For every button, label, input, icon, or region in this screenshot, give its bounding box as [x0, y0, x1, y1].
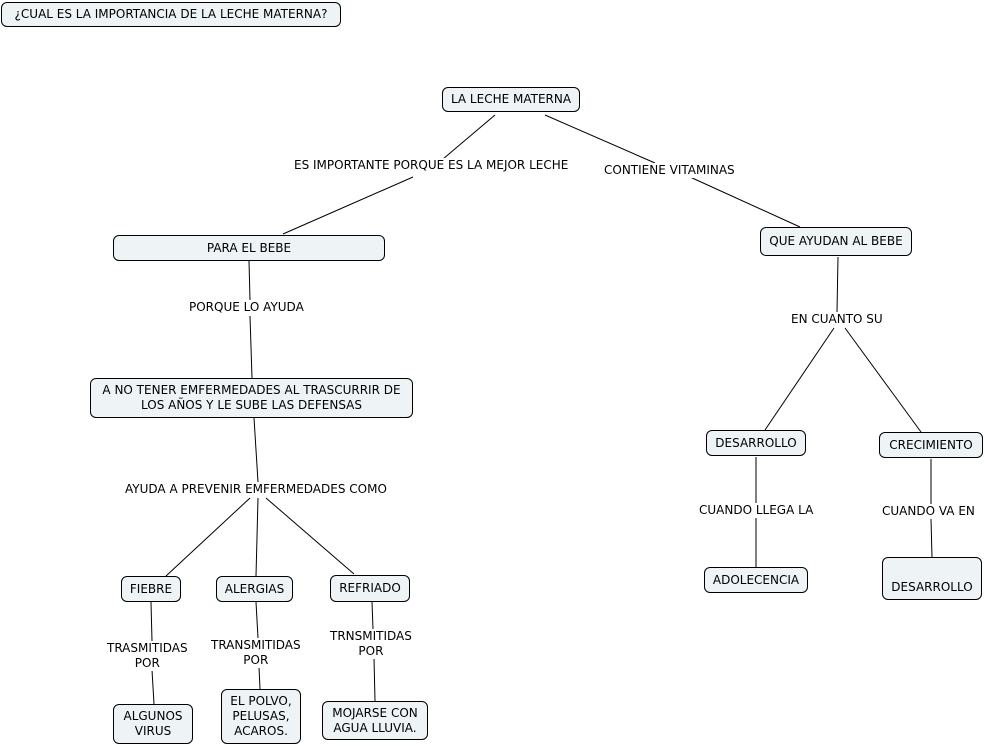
node-desarrollo-crecimiento[interactable]: DESARROLLO — [882, 557, 982, 600]
link-cuando-va-en: CUANDO VA EN — [880, 504, 977, 519]
node-algunos-virus[interactable]: ALGUNOS VIRUS — [113, 704, 193, 744]
line-prevenir-refriado — [265, 497, 355, 575]
link-transmitidas-por: TRANSMITIDAS POR — [209, 638, 303, 668]
line-bebe-porque — [248, 260, 251, 301]
line-prevenir-alergias — [255, 497, 259, 577]
node-no-tener-enfermedades[interactable]: A NO TENER EMFERMEDADES AL TRASCURRIR DE… — [90, 378, 413, 418]
link-trasmitidas-por: TRASMITIDAS POR — [105, 641, 190, 671]
line-root-importante — [442, 114, 496, 160]
node-leche-materna[interactable]: LA LECHE MATERNA — [442, 87, 580, 112]
node-alergias[interactable]: ALERGIAS — [216, 576, 293, 602]
line-vaen-desarrollo2 — [930, 518, 933, 558]
link-ayuda-a-prevenir: AYUDA A PREVENIR EMFERMEDADES COMO — [123, 482, 389, 497]
node-mojarse-con-agua[interactable]: MOJARSE CON AGUA LLUVIA. — [322, 701, 428, 740]
link-trnsmitidas-por: TRNSMITIDAS POR — [328, 629, 414, 659]
link-porque-lo-ayuda: PORQUE LO AYUDA — [187, 300, 306, 315]
line-transmitidas-polvo — [258, 666, 261, 690]
line-alergias-transmitidas — [255, 601, 259, 639]
node-que-ayudan-al-bebe[interactable]: QUE AYUDAN AL BEBE — [760, 227, 912, 256]
link-cuando-llega-la: CUANDO LLEGA LA — [697, 503, 816, 518]
node-refriado[interactable]: REFRIADO — [330, 575, 410, 602]
node-crecimiento[interactable]: CRECIMIENTO — [879, 432, 983, 458]
node-el-polvo[interactable]: EL POLVO, PELUSAS, ACAROS. — [221, 689, 301, 744]
line-prevenir-fiebre — [165, 497, 251, 577]
map-title[interactable]: ¿CUAL ES LA IMPORTANCIA DE LA LECHE MATE… — [1, 2, 341, 27]
node-para-el-bebe[interactable]: PARA EL BEBE — [113, 235, 385, 261]
line-encuanto-desarrollo — [764, 327, 835, 431]
line-vitaminas-ayudan — [689, 176, 801, 228]
line-enfermedades-prevenir — [253, 417, 259, 483]
line-encuanto-crecimiento — [844, 327, 922, 433]
node-adolecencia[interactable]: ADOLECENCIA — [704, 567, 808, 593]
link-contiene-vitaminas: CONTIENE VITAMINAS — [602, 163, 737, 178]
node-desarrollo[interactable]: DESARROLLO — [706, 430, 806, 456]
node-fiebre[interactable]: FIEBRE — [121, 576, 181, 602]
link-es-importante: ES IMPORTANTE PORQUE ES LA MEJOR LECHE — [292, 158, 571, 173]
line-importante-bebe — [282, 176, 414, 235]
line-fiebre-trasmitidas — [150, 601, 153, 642]
line-ayudan-encuanto — [836, 256, 839, 313]
line-porque-enfermedades — [249, 315, 253, 379]
line-root-vitaminas — [544, 114, 656, 164]
line-refriado-trnsmitidas — [371, 601, 374, 630]
line-trnsmitidas-lluvia — [373, 657, 376, 702]
line-trasmitidas-virus — [151, 669, 155, 705]
link-en-cuanto-su: EN CUANTO SU — [789, 312, 885, 327]
